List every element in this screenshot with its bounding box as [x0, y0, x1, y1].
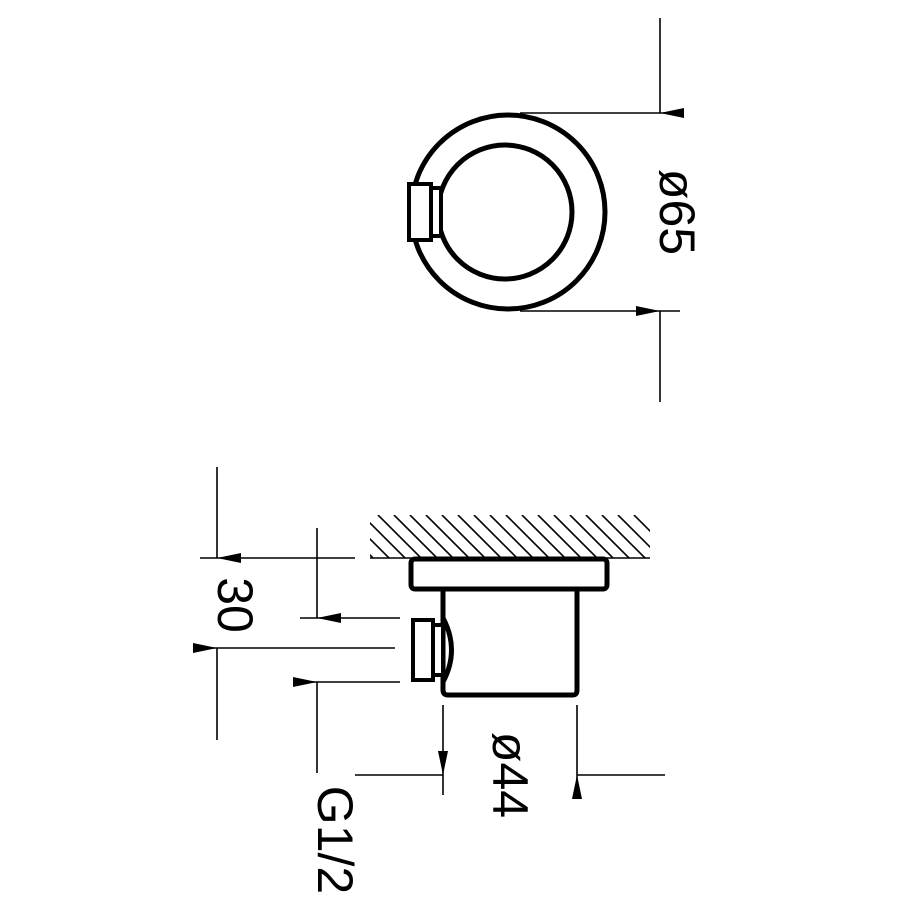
mounting-plate	[408, 556, 610, 592]
side-view: 30 G1/2 ø44	[193, 467, 665, 894]
dimension-label-44: ø44	[482, 732, 538, 818]
top-view: ø65	[407, 18, 705, 402]
thread-connector-side	[411, 616, 454, 684]
inner-body-circle	[435, 142, 575, 282]
dimension-thread: G1/2	[293, 528, 400, 894]
dimension-label-65: ø65	[649, 169, 705, 255]
dimension-label-30: 30	[207, 577, 263, 633]
dimension-65: ø65	[520, 18, 705, 402]
dimension-label-g12: G1/2	[307, 786, 363, 894]
dimension-44: ø44	[355, 705, 665, 818]
dimension-30: 30	[193, 467, 395, 740]
wall-hatch	[370, 515, 650, 558]
body	[440, 589, 580, 698]
thread-connector	[407, 182, 443, 242]
